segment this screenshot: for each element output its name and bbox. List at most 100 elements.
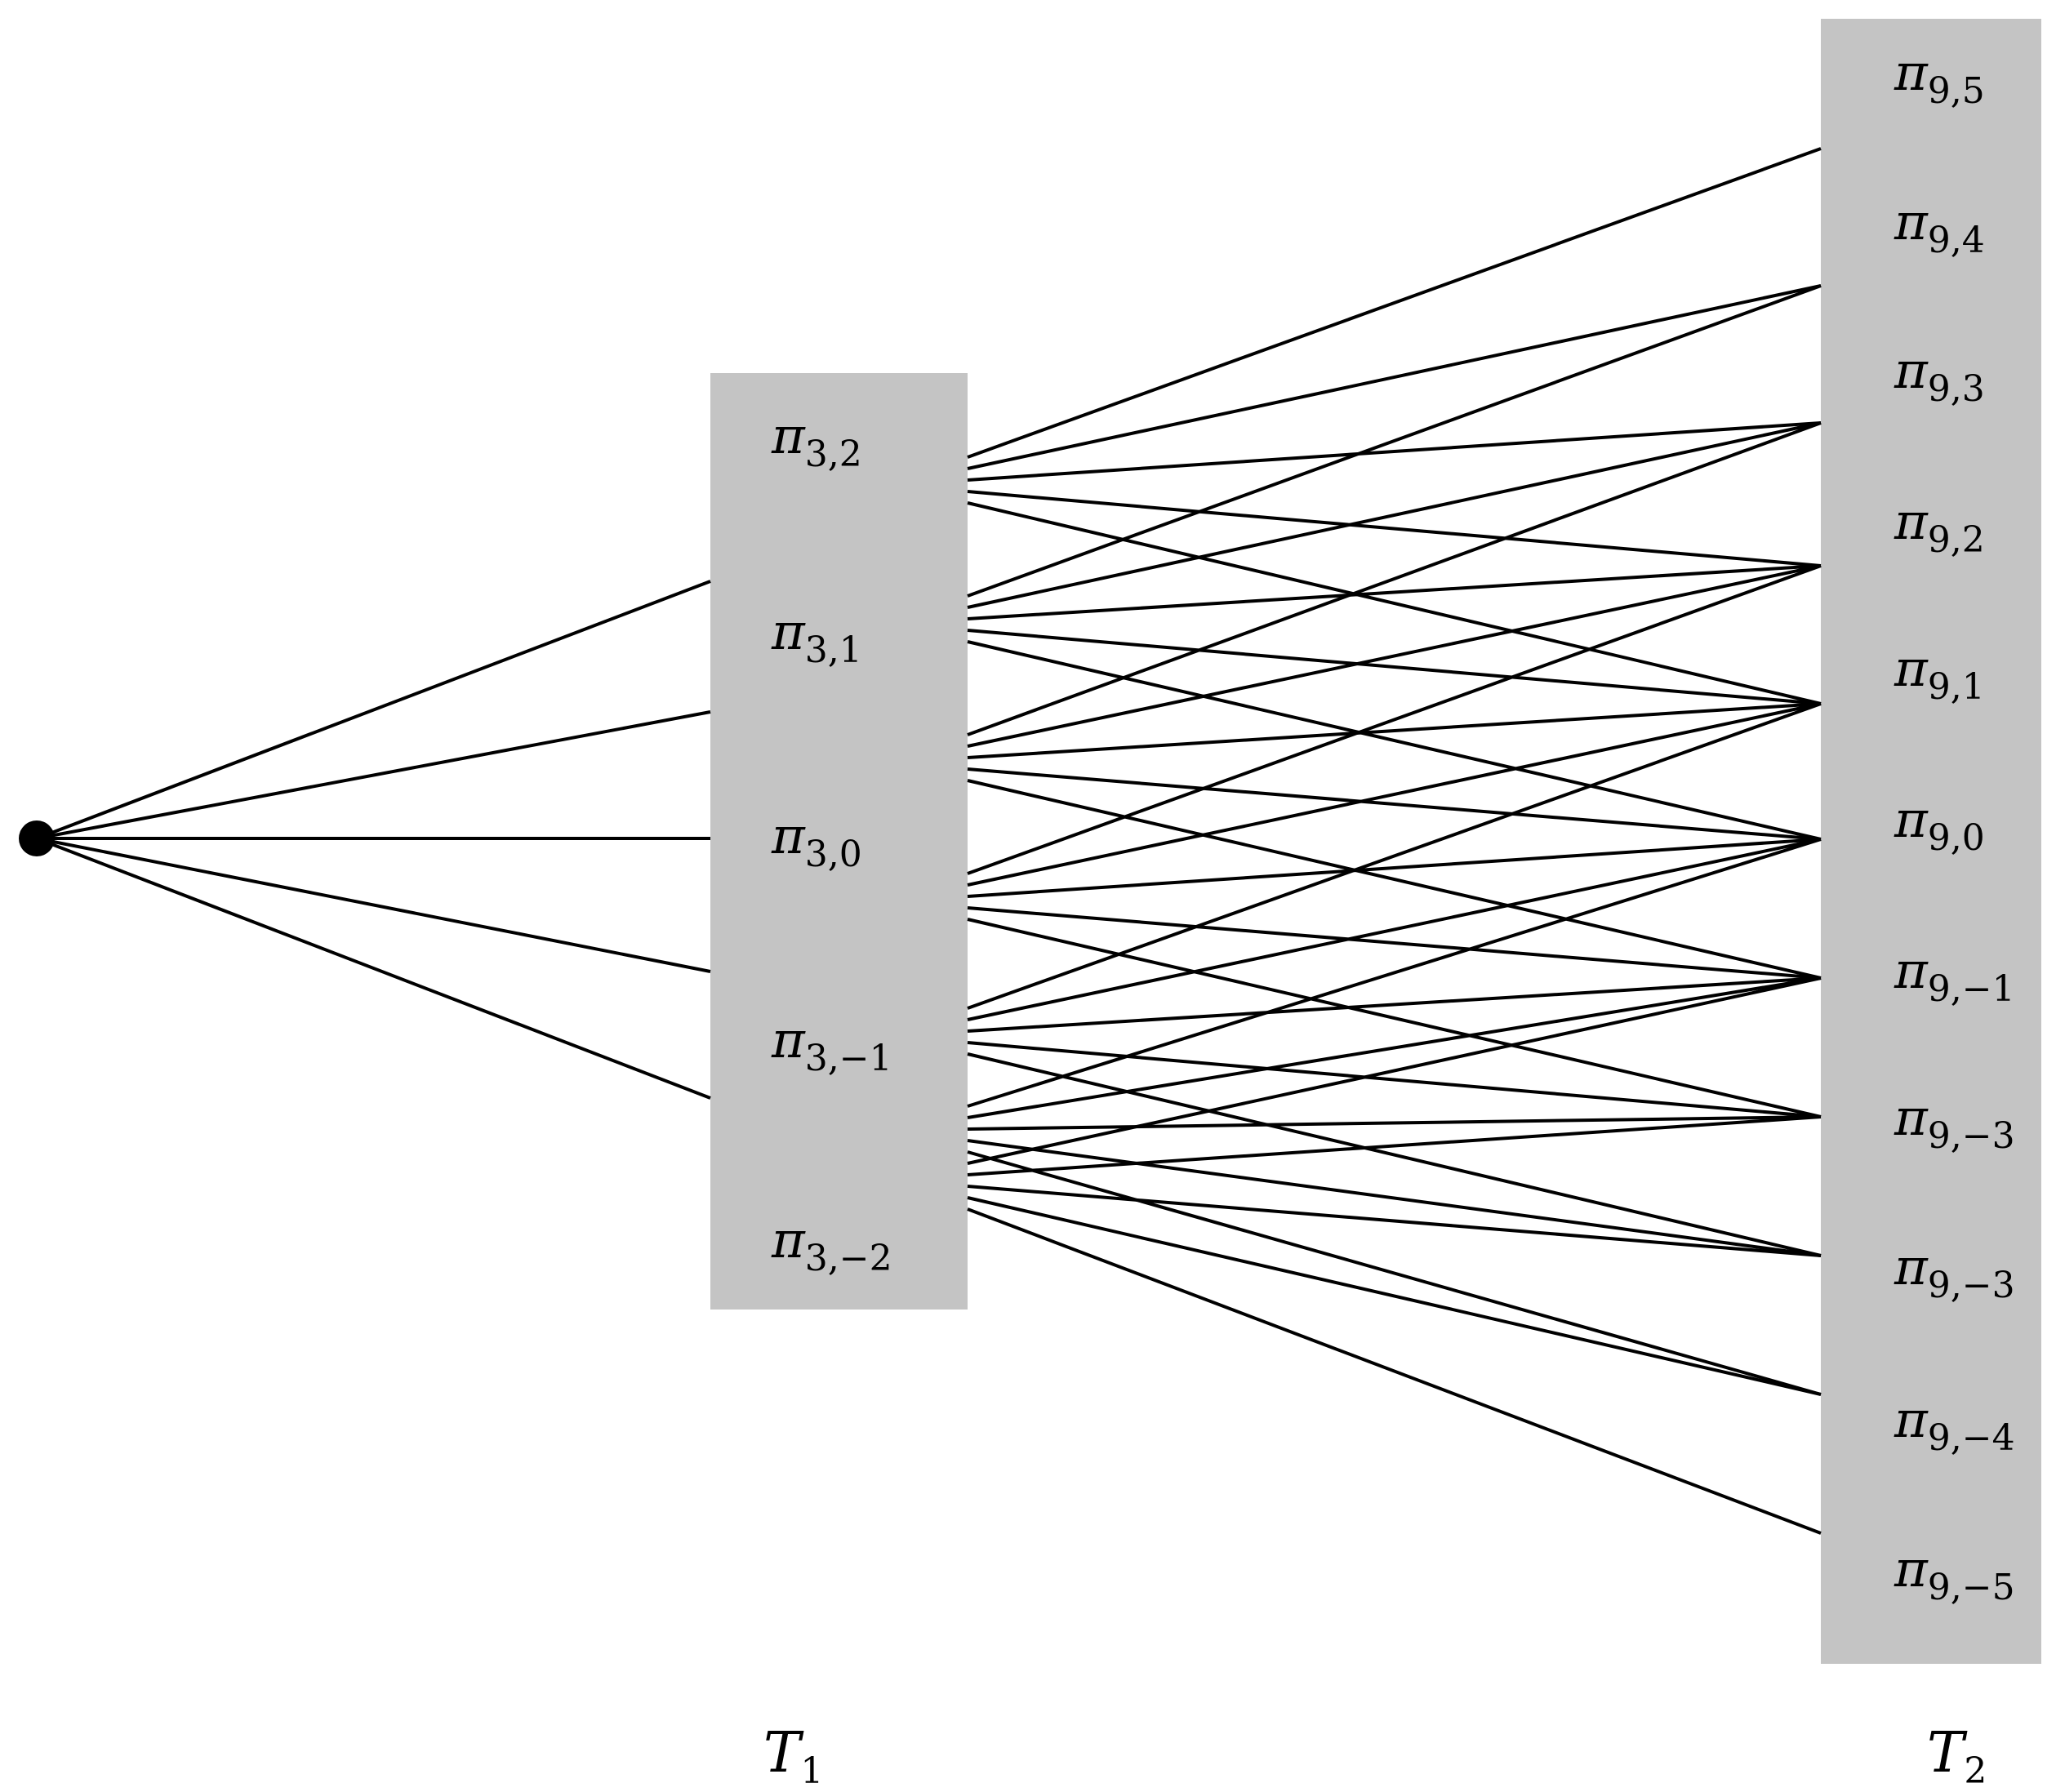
edge-t1-2-to-t2-6 [967, 779, 1822, 980]
pi-symbol: π [1894, 789, 1929, 849]
t2-labels: π9,5π9,4π9,3π9,2π9,1π9,0π9,−1π9,−3π9,−3π… [1894, 42, 2015, 1608]
pi-symbol: π [1894, 491, 1929, 551]
edge-t1-4-to-t2-6 [967, 976, 1822, 1033]
t1-node-label-4: π3,−2 [771, 1210, 892, 1279]
t1-box [710, 373, 968, 1310]
root-edge-0 [36, 580, 711, 840]
t1-node-label-1: π3,1 [771, 602, 862, 671]
pi-symbol: π [1894, 940, 1929, 1000]
edge-t1-1-to-t2-2 [967, 421, 1822, 609]
root-edge-1 [36, 710, 711, 840]
edge-t1-6-to-t2-9 [967, 1196, 1822, 1396]
pi-symbol: π [771, 406, 806, 465]
pi-symbol: π [1894, 1390, 1929, 1449]
edge-t1-6-to-t2-7 [967, 1115, 1822, 1176]
edge-t1-5-to-t2-9 [967, 1150, 1822, 1396]
edge-t1-3-to-t2-7 [967, 918, 1822, 1118]
edge-t1-0-to-t2-3 [967, 490, 1822, 567]
subscript: 9,−4 [1928, 1417, 2015, 1459]
subscript: 9,4 [1928, 220, 1985, 261]
t2-node-label-10: π9,−5 [1894, 1539, 2015, 1608]
subscript: 3,1 [805, 629, 862, 671]
t2-node-label-6: π9,−1 [1894, 940, 2015, 1010]
edge-t1-5-to-t2-5 [967, 838, 1822, 1108]
root-edge-3 [36, 837, 711, 973]
subscript: 9,−3 [1928, 1265, 2015, 1306]
subscript: 9,3 [1928, 368, 1985, 410]
pi-symbol: π [1894, 192, 1929, 251]
t2-node-label-3: π9,2 [1894, 491, 1985, 561]
edge-t1-5-to-t2-6 [967, 976, 1822, 1119]
pi-symbol: π [1894, 1087, 1929, 1147]
t2-axis-sub: 2 [1964, 1750, 1987, 1792]
subscript: 3,−2 [805, 1238, 892, 1279]
root-edges [36, 580, 711, 1100]
subscript: 9,5 [1928, 70, 1985, 112]
subscript: 9,2 [1928, 519, 1985, 561]
t2-node-label-7: π9,−3 [1894, 1087, 2015, 1157]
t1-node-label-3: π3,−1 [771, 1010, 892, 1079]
edge-t1-5-to-t2-7 [967, 1115, 1822, 1131]
edge-t1-2-to-t2-4 [967, 702, 1822, 759]
edge-t1-1-to-t2-4 [967, 629, 1822, 705]
pi-symbol: π [771, 1010, 806, 1069]
root-edge-4 [36, 837, 711, 1100]
edge-t1-0-to-t2-1 [967, 284, 1822, 470]
root-node [19, 820, 55, 856]
t2-node-label-0: π9,5 [1894, 42, 1985, 112]
subscript: 9,−5 [1928, 1567, 2015, 1608]
subscript: 9,−3 [1928, 1115, 2015, 1157]
pi-symbol: π [1894, 1539, 1929, 1599]
edge-t1-4-to-t2-7 [967, 1041, 1822, 1118]
edge-t1-5-to-t2-8 [967, 1139, 1822, 1257]
pi-symbol: π [1894, 42, 1929, 102]
t1-t2-edges [967, 147, 1822, 1535]
t2-box [1821, 19, 2041, 1664]
edge-t1-2-to-t2-3 [967, 564, 1822, 748]
t1-labels: π3,2π3,1π3,0π3,−1π3,−2 [771, 406, 892, 1279]
pi-symbol: π [771, 806, 806, 865]
t2-axis-label: T2 [1927, 1721, 1987, 1792]
t2-node-label-4: π9,1 [1894, 638, 1985, 708]
pi-symbol: π [1894, 638, 1929, 698]
edge-t1-3-to-t2-5 [967, 838, 1822, 898]
edge-t1-3-to-t2-6 [967, 906, 1822, 980]
t2-axis-main: T [1927, 1721, 1968, 1785]
edge-t1-6-to-t2-10 [967, 1207, 1822, 1535]
pi-symbol: π [1894, 1237, 1929, 1296]
edge-t1-3-to-t2-3 [967, 564, 1822, 875]
pi-symbol: π [771, 602, 806, 661]
edge-t1-3-to-t2-4 [967, 702, 1822, 887]
edge-t1-1-to-t2-3 [967, 564, 1822, 620]
edge-t1-4-to-t2-8 [967, 1052, 1822, 1257]
edge-t1-2-to-t2-5 [967, 767, 1822, 841]
pi-symbol: π [771, 1210, 806, 1270]
edge-t1-1-to-t2-1 [967, 284, 1822, 598]
t2-node-label-8: π9,−3 [1894, 1237, 2015, 1306]
t2-node-label-9: π9,−4 [1894, 1390, 2015, 1459]
subscript: 9,0 [1928, 817, 1985, 859]
t1-axis-main: T [763, 1721, 804, 1785]
t2-node-label-1: π9,4 [1894, 192, 1985, 261]
edge-t1-0-to-t2-2 [967, 421, 1822, 482]
edge-t1-2-to-t2-2 [967, 421, 1822, 736]
subscript: 9,−1 [1928, 968, 2015, 1010]
t1-axis-label: T1 [763, 1721, 823, 1792]
t2-node-label-2: π9,3 [1894, 340, 1985, 410]
edge-t1-1-to-t2-5 [967, 640, 1822, 841]
pi-symbol: π [1894, 340, 1929, 400]
t2-node-label-5: π9,0 [1894, 789, 1985, 859]
edge-t1-6-to-t2-8 [967, 1185, 1822, 1257]
edge-t1-0-to-t2-4 [967, 501, 1822, 705]
edge-t1-6-to-t2-6 [967, 976, 1822, 1165]
t1-node-label-0: π3,2 [771, 406, 862, 475]
t1-axis-sub: 1 [800, 1750, 823, 1792]
subscript: 3,−1 [805, 1038, 892, 1079]
t1-node-label-2: π3,0 [771, 806, 862, 875]
edge-t1-4-to-t2-4 [967, 702, 1822, 1010]
edge-t1-4-to-t2-5 [967, 838, 1822, 1021]
edge-t1-0-to-t2-0 [967, 147, 1822, 459]
subscript: 9,1 [1928, 666, 1985, 708]
subscript: 3,0 [805, 834, 862, 875]
